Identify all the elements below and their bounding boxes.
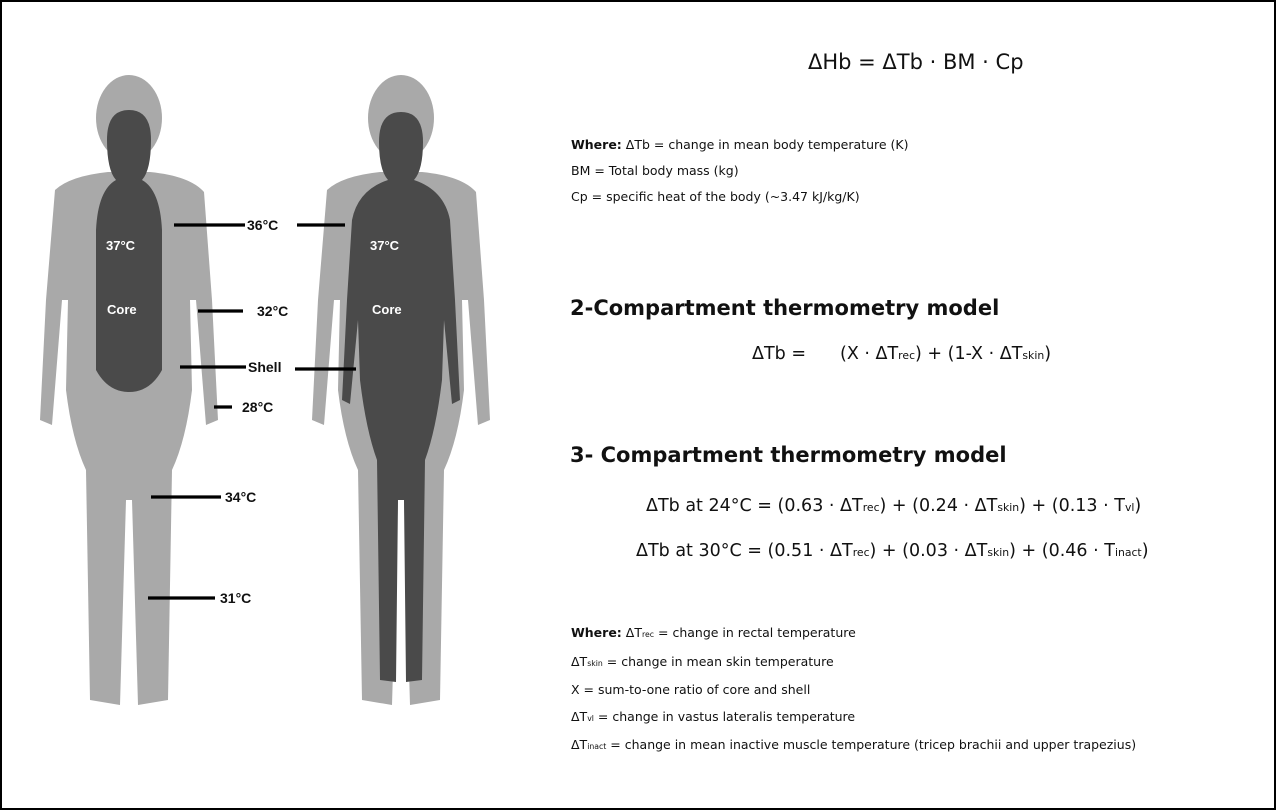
right-core-label: Core [372, 302, 402, 317]
model3-row2-lhs: ΔTb at 30°C = [636, 541, 762, 561]
where-label-bottom: Where: [571, 625, 622, 640]
tinact-sub: inact [587, 742, 607, 751]
where-label: Where: [571, 137, 622, 152]
definition-x: X = sum-to-one ratio of core and shell [571, 682, 811, 697]
tskin-post: = change in mean skin temperature [602, 653, 834, 669]
model2-sub1: rec [898, 349, 916, 362]
leader-lines [148, 223, 356, 600]
definition-tb: Where: ΔTb = change in mean body tempera… [571, 132, 908, 158]
model3-row2-a: (0.51 · ΔT [767, 541, 853, 561]
model3-row1-a: (0.63 · ΔT [777, 496, 863, 516]
right-body [312, 75, 490, 705]
model3-row1-c: ) + (0.13 · T [1019, 496, 1125, 516]
tvl-pre: ΔT [571, 708, 588, 724]
model3-row2-bs: skin [987, 546, 1010, 559]
model3-row1-bs: skin [997, 501, 1020, 514]
temp-label-34: 34°C [225, 489, 256, 505]
left-core-temp: 37°C [106, 238, 136, 253]
heat-storage-equation: ΔHb = ΔTb · BM · Cp [808, 50, 1024, 74]
definition-tb-text: ΔTb = change in mean body temperature (K… [621, 137, 909, 152]
model2-term3: ) [1044, 344, 1052, 364]
model3-row1-as: rec [862, 501, 880, 514]
definition-bm: BM = Total body mass (kg) [571, 163, 739, 178]
model3-row1-lhs: ΔTb at 24°C = [646, 496, 772, 516]
definition-tinact: ΔTinact = change in mean inactive muscle… [571, 732, 1136, 761]
model3-formula-30: ΔTb at 30°C = (0.51 · ΔTrec) + (0.03 · Δ… [636, 541, 1149, 561]
temp-label-32: 32°C [257, 303, 288, 319]
model3-row2-d: ) [1141, 541, 1149, 561]
tskin-sub: skin [587, 658, 603, 668]
definition-trec: Where: ΔTrec = change in rectal temperat… [571, 620, 1136, 649]
definitions-top: Where: ΔTb = change in mean body tempera… [571, 132, 908, 210]
model3-row1-b: ) + (0.24 · ΔT [879, 496, 998, 516]
tvl-sub: vl [587, 713, 594, 723]
temp-label-36: 36°C [247, 217, 278, 233]
model3-row2-b: ) + (0.03 · ΔT [869, 541, 988, 561]
body-temperature-figure: 37°C Core 37°C Core 36°C 32°C Shell 28°C… [40, 75, 490, 705]
model3-row1-d: ) [1134, 496, 1142, 516]
model3-row1-cs: vl [1124, 501, 1135, 514]
model3-formula-24: ΔTb at 24°C = (0.63 · ΔTrec) + (0.24 · Δ… [646, 496, 1141, 516]
model2-lhs: ΔTb = [752, 344, 806, 364]
tvl-post: = change in vastus lateralis temperature [593, 708, 856, 724]
model3-heading: 3- Compartment thermometry model [570, 443, 1007, 467]
model2-sub2: skin [1022, 349, 1045, 362]
tinact-pre: ΔT [571, 737, 588, 752]
definitions-bottom: Where: ΔTrec = change in rectal temperat… [571, 620, 1136, 761]
tskin-pre: ΔT [571, 653, 588, 669]
right-core-temp: 37°C [370, 238, 400, 253]
shell-label: Shell [248, 359, 281, 375]
model3-row2-cs: inact [1114, 546, 1142, 559]
definition-tskin: ΔTskin = change in mean skin temperature [571, 649, 1136, 678]
model2-term2: ) + (1-X · ΔT [915, 344, 1023, 364]
trec-post: = change in rectal temperature [654, 625, 856, 640]
tinact-post: = change in mean inactive muscle tempera… [606, 737, 1137, 752]
left-body-core [96, 110, 162, 392]
model2-term1: (X · ΔT [840, 344, 899, 364]
temp-label-31: 31°C [220, 590, 251, 606]
definition-cp: Cp = specific heat of the body (~3.47 kJ… [571, 189, 860, 204]
model2-heading: 2-Compartment thermometry model [570, 296, 1000, 320]
left-body [40, 75, 218, 705]
model2-formula: ΔTb = (X · ΔTrec) + (1-X · ΔTskin) [752, 344, 1051, 364]
model3-row2-c: ) + (0.46 · T [1009, 541, 1115, 561]
model3-row2-as: rec [852, 546, 870, 559]
definition-tvl: ΔTvl = change in vastus lateralis temper… [571, 704, 1136, 733]
trec-pre: ΔT [621, 625, 642, 640]
right-body-core [342, 112, 460, 682]
temp-label-28: 28°C [242, 399, 273, 415]
left-core-label: Core [107, 302, 137, 317]
trec-sub: rec [641, 630, 655, 639]
